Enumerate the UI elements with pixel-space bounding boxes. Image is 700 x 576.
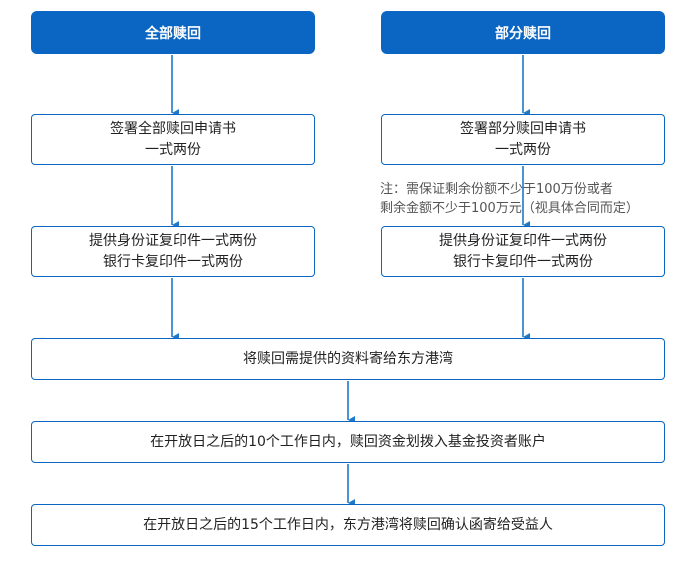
- step-send-confirmation: 在开放日之后的15个工作日内，东方港湾将赎回确认函寄给受益人: [31, 504, 665, 546]
- fund-transfer-text: 在开放日之后的10个工作日内，赎回资金划拨入基金投资者账户: [150, 433, 546, 450]
- full-redemption-header: 全部赎回: [31, 11, 315, 54]
- right-step2-line1: 提供身份证复印件一式两份: [439, 232, 607, 249]
- note-line1: 注：需保证剩余份额不少于100万份或者: [380, 182, 613, 197]
- partial-redemption-header: 部分赎回: [381, 11, 665, 54]
- right-step-sign-application: 签署部分赎回申请书 一式两份: [381, 114, 665, 165]
- right-step2-line2: 银行卡复印件一式两份: [453, 253, 593, 270]
- step-fund-transfer: 在开放日之后的10个工作日内，赎回资金划拨入基金投资者账户: [31, 421, 665, 463]
- left-step2-line1: 提供身份证复印件一式两份: [89, 232, 257, 249]
- note-line2: 剩余金额不少于100万元（视具体合同而定）: [380, 201, 639, 216]
- right-step-provide-copies: 提供身份证复印件一式两份 银行卡复印件一式两份: [381, 226, 665, 277]
- left-step1-line1: 签署全部赎回申请书: [110, 120, 236, 137]
- left-step-sign-application: 签署全部赎回申请书 一式两份: [31, 114, 315, 165]
- mail-documents-text: 将赎回需提供的资料寄给东方港湾: [243, 350, 453, 367]
- left-step1-line2: 一式两份: [145, 141, 201, 158]
- right-step1-line2: 一式两份: [495, 141, 551, 158]
- left-step-provide-copies: 提供身份证复印件一式两份 银行卡复印件一式两份: [31, 226, 315, 277]
- left-step2-line2: 银行卡复印件一式两份: [103, 253, 243, 270]
- right-step1-line1: 签署部分赎回申请书: [460, 120, 586, 137]
- step-mail-documents: 将赎回需提供的资料寄给东方港湾: [31, 338, 665, 380]
- partial-redemption-note: 注：需保证剩余份额不少于100万份或者 剩余金额不少于100万元（视具体合同而定…: [380, 180, 639, 218]
- send-confirmation-text: 在开放日之后的15个工作日内，东方港湾将赎回确认函寄给受益人: [143, 516, 553, 533]
